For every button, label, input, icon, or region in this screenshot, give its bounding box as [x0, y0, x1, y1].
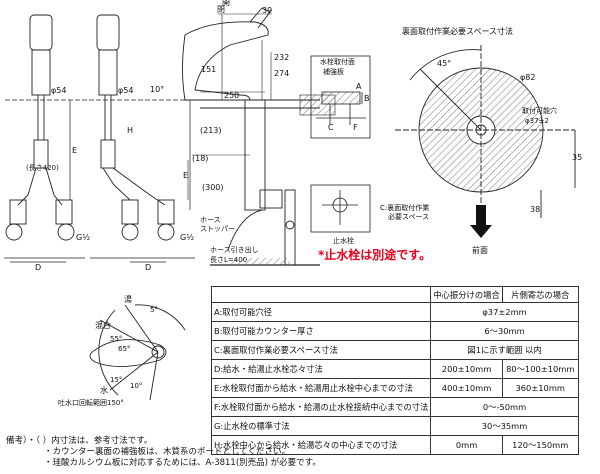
dim-151: 151: [201, 65, 216, 74]
plan-a10: 10°: [130, 382, 142, 390]
table-header-side: 片側寄芯の場合: [501, 286, 579, 303]
plan-a65: 65°: [118, 345, 130, 353]
table-row-value: φ37±2mm: [430, 302, 579, 322]
plan-water: 水: [100, 385, 108, 395]
rear-d35: 35: [572, 153, 582, 162]
label-hose-length-2: 長さL=400: [210, 256, 247, 264]
label-hose-stopper-1: ホース: [200, 216, 221, 224]
table-row: D:給水・給湯止水栓芯々寸法 200±10mm 80～100±10mm: [210, 359, 579, 379]
front-arrow-icon: [470, 205, 492, 238]
dim-phi54-right: φ54: [118, 86, 133, 95]
table-row: A:取付可能穴径 φ37±2mm: [210, 302, 579, 322]
table-header-center: 中心振分けの場合: [430, 286, 503, 303]
red-note: *止水栓は別途です。: [318, 247, 431, 262]
table-row: F:水栓取付面から給水・給湯の止水栓接続中心までの寸法 0～-50mm: [210, 397, 579, 417]
table-row-label: D:給水・給湯止水栓芯々寸法: [210, 359, 432, 379]
dim-250: 250: [224, 91, 239, 100]
table-row: G:止水栓の標準寸法 30～35mm: [210, 416, 579, 436]
dim-300: (300): [202, 183, 224, 192]
table-row-label: F:水栓取付面から給水・給湯の止水栓接続中心までの寸法: [210, 397, 432, 417]
rear-space-label-2: 必要スペース: [388, 212, 429, 221]
angle-10: 10°: [150, 85, 164, 94]
table-row: C:裏面取付作業必要スペース寸法 図1に示す範囲 以内: [210, 340, 579, 360]
rear-view: [395, 45, 576, 218]
label-close: 閉: [217, 5, 225, 14]
front-view-right: [96, 14, 175, 241]
table-row-label: E:水栓取付面から給水・給湯用止水栓中心までの寸法: [210, 378, 432, 398]
dim-232: 232: [274, 53, 289, 62]
table-row-side: 80～100±10mm: [501, 359, 579, 379]
dim-E-left: E: [72, 146, 77, 155]
detail-F: F: [353, 123, 358, 132]
dim-G-left: G½: [76, 233, 90, 242]
table-row-center: 0mm: [430, 435, 503, 455]
table-row-label: C:裏面取付作業必要スペース寸法: [210, 340, 432, 360]
detail-C: C: [328, 123, 334, 132]
dim-39: 39: [262, 6, 272, 15]
table-row-label: A:取付可能穴径: [210, 302, 432, 322]
plan-hot: 湯: [124, 294, 132, 304]
dim-D-right: D: [145, 263, 151, 272]
dim-D-left: D: [35, 263, 41, 272]
note-line: 備考）・（ ）内寸法は、参考寸法です。: [6, 436, 153, 446]
table-row-side: 360±10mm: [501, 378, 579, 398]
rear-front: 前面: [472, 245, 488, 255]
table-row-side: 120～150mm: [501, 435, 579, 455]
dim-G-right: G½: [180, 233, 194, 242]
plan-a55: 55°: [110, 335, 122, 343]
rear-hole-dim: φ37±2: [525, 117, 549, 125]
detail-title-2: 補強板: [323, 67, 344, 76]
dim-213: (213): [200, 126, 222, 135]
floor-hatch: [230, 258, 290, 265]
counter-detail: [310, 55, 371, 139]
stop-valve-detail: [310, 184, 371, 233]
plan-a15: 15°: [110, 376, 122, 384]
rear-phi82: φ82: [520, 73, 535, 82]
plan-mix: 混合: [95, 320, 111, 330]
table-row: B:取付可能カウンター厚さ 6～30mm: [210, 321, 579, 341]
table-row-label: B:取付可能カウンター厚さ: [210, 321, 432, 341]
rear-title: 裏面取付作業必要スペース寸法: [402, 26, 513, 36]
rear-d38: 38: [530, 205, 540, 214]
plan-view: [89, 304, 186, 401]
note-line: ・珪酸カルシウム板に対応するためには、A-3811(別売品) が必要です。: [44, 458, 321, 468]
table-row: E:水栓取付面から給水・給湯用止水栓中心までの寸法 400±10mm 360±1…: [210, 378, 579, 398]
table-row-value: 図1に示す範囲 以内: [430, 340, 579, 360]
dim-phi54: φ54: [51, 86, 66, 95]
table-header-row: 中心振分けの場合 片側寄芯の場合: [210, 286, 579, 303]
table-row-value: 6～30mm: [430, 321, 579, 341]
detail-A: A: [356, 82, 362, 91]
note-line: ・カウンター裏面の補強板は、木質系のボードとしてください。: [44, 447, 290, 457]
rear-angle45: 45°: [437, 59, 451, 68]
table-row-label: G:止水栓の標準寸法: [210, 416, 432, 436]
table-row-center: 400±10mm: [430, 378, 503, 398]
detail-title-1: 水栓取付面: [320, 57, 355, 66]
table-row: H:水栓中心から給水・給湯芯々の中心までの寸法 0mm 120～150mm: [210, 435, 579, 455]
dim-H: H: [127, 126, 133, 135]
table-row-value: 0～-50mm: [430, 397, 579, 417]
rear-space-label-1: C:裏面取付作業: [380, 203, 429, 212]
table-header-blank: [210, 286, 432, 303]
dim-18: (18): [192, 154, 208, 163]
spec-table: 中心振分けの場合 片側寄芯の場合 A:取付可能穴径 φ37±2mm B:取付可能…: [210, 286, 579, 455]
table-row-value: 30～35mm: [430, 416, 579, 436]
label-stop-valve: 止水栓: [333, 236, 354, 245]
table-row-center: 200±10mm: [430, 359, 503, 379]
detail-B: B: [364, 94, 370, 103]
plan-a5: 5°: [150, 306, 158, 314]
dim-length420: (長さ420): [26, 164, 59, 172]
label-open: 開: [222, 0, 230, 7]
dim-274: 274: [274, 69, 289, 78]
label-hose-length-1: ホース引き出し: [210, 245, 259, 254]
rear-hole-label: 取付可能穴: [522, 106, 557, 115]
dim-E-right: E: [183, 171, 188, 180]
plan-rotation: 吐水口回転範囲150°: [58, 398, 124, 407]
notes: 備考）・（ ）内寸法は、参考寸法です。 ・カウンター裏面の補強板は、木質系のボー…: [6, 436, 321, 469]
front-view-left: [5, 14, 75, 241]
label-hose-stopper-2: ストッパー: [200, 225, 235, 233]
